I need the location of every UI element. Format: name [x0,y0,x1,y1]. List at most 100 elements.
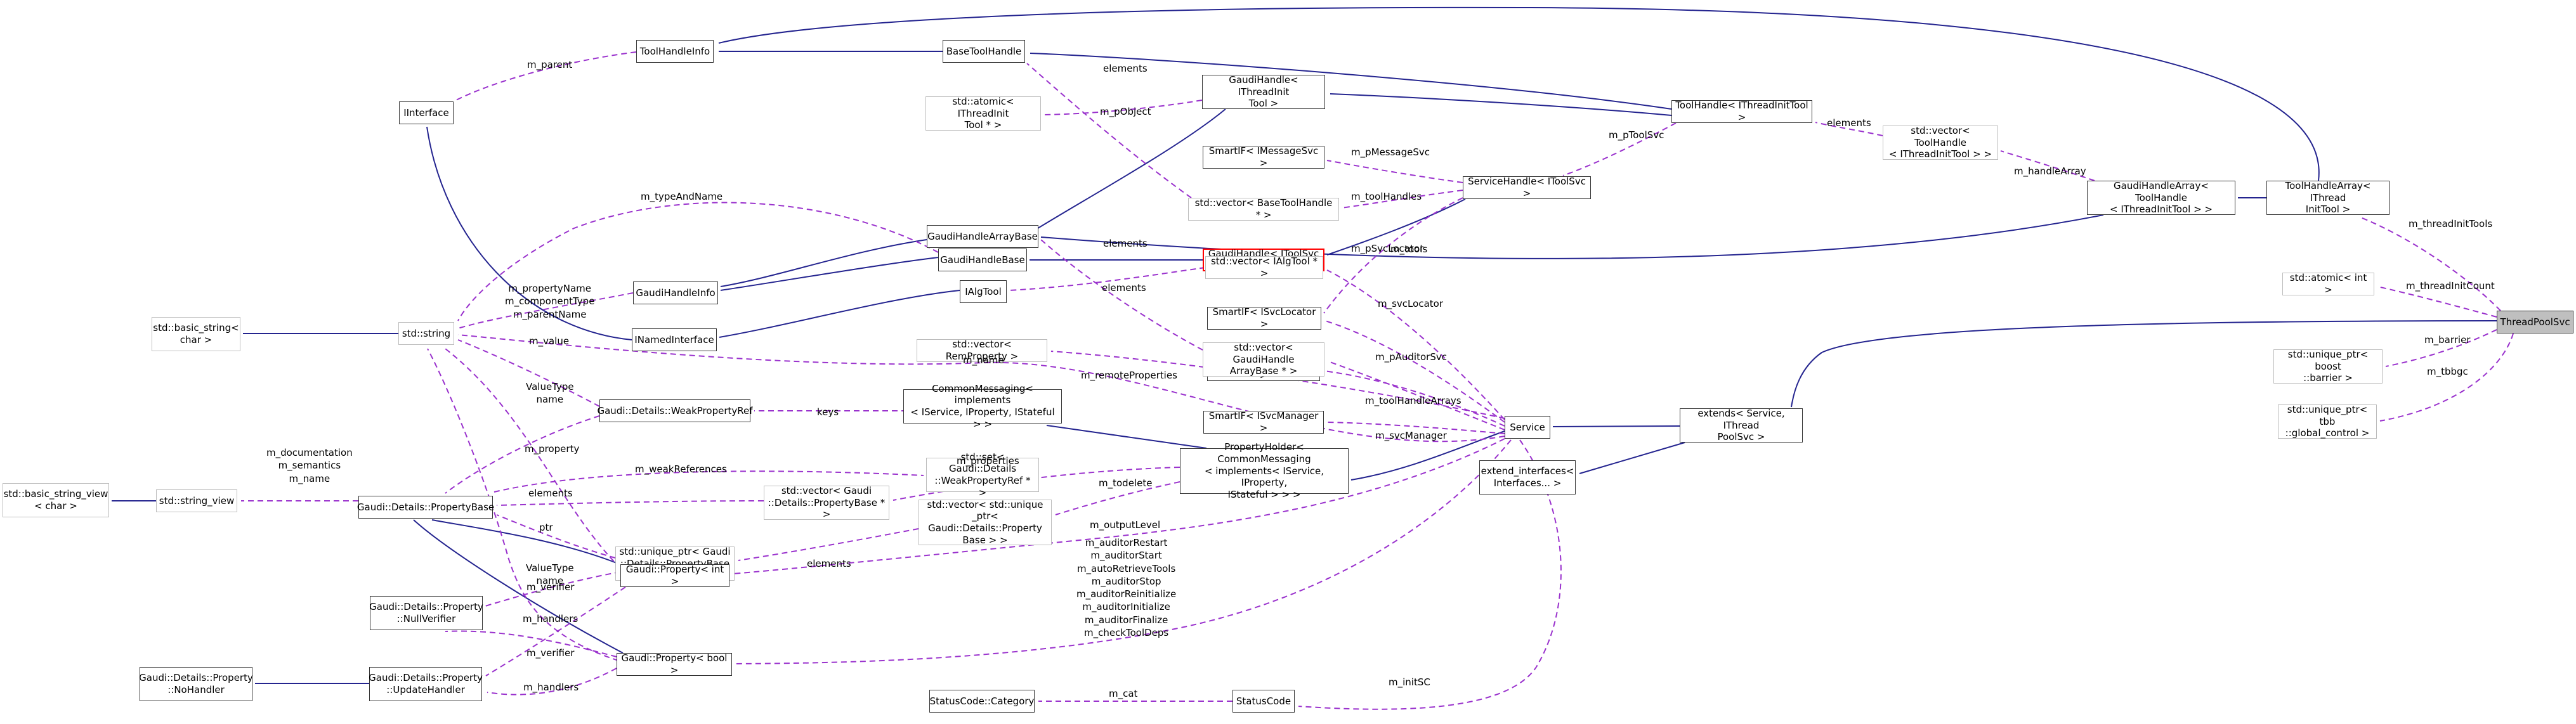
usage-edge-m-weakreferences [494,470,924,493]
inheritance-edge-property-int-to-propertybase [431,519,624,566]
class-node-statuscode[interactable]: StatusCode [1232,690,1295,713]
inheritance-edge-gaudihandlearray-to-gaudihandlearraybase [1040,214,2104,259]
class-node-gaudi-property-int[interactable]: Gaudi::Property< int > [620,564,729,587]
class-node-std-atomic-int[interactable]: std::atomic< int > [2282,272,2374,295]
class-node-std-vector-remproperty[interactable]: std::vector< RemProperty > [917,339,1047,362]
class-node-tool-handle-info[interactable]: ToolHandleInfo [636,40,714,63]
usage-edge-m-verifier-bool [445,630,617,657]
class-node-std-atomic-ithreadinittool[interactable]: std::atomic< IThreadInit Tool * > [925,96,1041,131]
inheritance-edge-threadpoolsvc-to-extends [1791,320,2497,408]
class-node-std-vector-propertybase[interactable]: std::vector< Gaudi ::Details::PropertyBa… [764,485,889,520]
inheritance-edge-toolhandle-to-gaudihandle [1330,93,1672,116]
inheritance-edge-ialgtool-to-inamedinterface [719,290,960,338]
usage-edge-m-threadinitcount [2377,286,2497,318]
usage-edge-m-auditors [735,439,1512,664]
class-node-smartif-isvclocator[interactable]: SmartIF< ISvcLocator > [1207,306,1321,330]
class-node-gaudihandleinfo[interactable]: GaudiHandleInfo [633,281,718,304]
class-node-service[interactable]: Service [1505,416,1550,439]
class-node-std-basic-string-char[interactable]: std::basic_string< char > [152,317,240,351]
class-node-gaudihandlearraybase[interactable]: GaudiHandleArrayBase [927,225,1038,248]
usage-edge-elements-propertybase [496,500,764,506]
usage-edge-elements-basetoolhandle [1026,63,1192,198]
usage-edge-m-ptoolsvc [1562,122,1677,176]
class-node-std-set-weakpropertyref[interactable]: std::set< Gaudi::Details ::WeakPropertyR… [926,451,1039,498]
usage-edge-ptr [496,514,616,559]
class-node-propertybase[interactable]: Gaudi::Details::PropertyBase [357,496,494,519]
usage-edge-m-verifier-int [485,571,621,607]
usage-edge-m-typeandname [457,202,939,321]
usage-edge-m-handlearray [2000,150,2095,181]
usage-edge-m-pmessagesvc [1326,160,1463,183]
class-node-std-basic-string-view-char[interactable]: std::basic_string_view < char > [3,483,109,517]
usage-edge-m-value [457,339,600,407]
inheritance-edge-servicehandle-to-gaudihandle-itoolsvc [1326,198,1466,255]
class-node-extend-interfaces[interactable]: extend_interfaces< Interfaces... > [1479,460,1576,495]
usage-edge-m-handlers-bool [487,668,617,695]
class-node-smartif-isvcmanager[interactable]: SmartIF< ISvcManager > [1203,410,1324,434]
class-node-std-unique-ptr-tbb-global-control[interactable]: std::unique_ptr< tbb ::global_control > [2278,404,2377,439]
usage-edge-elements-unique-ptr [738,528,919,561]
class-node-iinterface[interactable]: IInterface [399,101,454,124]
usage-edge-m-parent [455,51,637,101]
usage-edge-m-psvclocator [1323,197,1463,314]
usage-edge-valuetype-name-int [445,348,621,569]
class-node-smartif-imessagesvc[interactable]: SmartIF< IMessageSvc > [1203,145,1324,169]
usage-edge-m-name-service [457,334,1505,443]
class-node-nohandler[interactable]: Gaudi::Details::Property ::NoHandler [139,667,253,701]
usage-edge-m-property [445,415,600,494]
usage-edge-m-outputlevel [733,438,1505,574]
class-node-std-vector-ialgtool[interactable]: std::vector< IAlgTool * > [1205,255,1323,279]
class-node-std-string[interactable]: std::string [398,322,454,345]
class-node-updatehandler[interactable]: Gaudi::Details::Property ::UpdateHandler [369,667,483,701]
class-node-gaudi-property-bool[interactable]: Gaudi::Property< bool > [617,652,732,676]
class-node-commonmessaging[interactable]: CommonMessaging< implements < IService, … [903,383,1062,430]
usage-edge-elements-gaudihandlearraybase [1040,239,1203,351]
inheritance-edge-gaudihandlearraybase-to-gaudihandleinfo [720,239,927,287]
class-node-std-string-view[interactable]: std::string_view [156,489,237,512]
usage-edge-m-toolhandlearrays [1328,361,1505,430]
class-node-gaudihandlebase[interactable]: GaudiHandleBase [938,249,1027,271]
inheritance-edge-property-bool-to-propertybase [413,519,624,654]
inheritance-edge-extends-to-service [1552,425,1680,427]
class-node-base-tool-handle[interactable]: BaseToolHandle [943,40,1025,63]
class-node-std-unique-ptr-boost-barrier[interactable]: std::unique_ptr< boost ::barrier > [2273,349,2383,384]
usage-edge-m-tools [1326,269,1505,420]
class-node-statuscode-category[interactable]: StatusCode::Category [929,690,1035,713]
class-node-gaudihandlearray-toolhandle[interactable]: GaudiHandleArray< ToolHandle < IThreadIn… [2087,180,2235,215]
edge-group [112,6,2514,710]
class-node-weakpropertyref[interactable]: Gaudi::Details::WeakPropertyRef [597,399,753,422]
usage-edge-m-barrier [2385,329,2497,367]
class-node-std-vector-gaudihandlearraybase[interactable]: std::vector< GaudiHandle ArrayBase * > [1203,342,1324,377]
class-node-toolhandle-ithreadinittool[interactable]: ToolHandle< IThreadInitTool > [1671,100,1812,123]
usage-edge-m-propertyname [457,292,634,329]
usage-edge-m-handlers-int [485,586,626,676]
usage-edge-m-toolhandles [1341,190,1463,209]
usage-edge-m-svclocator [1324,320,1505,423]
usage-edge-elements-toolhandle [1815,122,1883,136]
usage-edge-elements-ialgtool [1009,267,1206,291]
inheritance-edge-toolhandlearray-to-toolhandleinfo [718,6,2320,181]
class-node-extends-service-ithreadpoolsvc[interactable]: extends< Service, IThread PoolSvc > [1680,408,1803,443]
usage-edge-m-pobject [1043,100,1203,115]
class-node-nullverifier[interactable]: Gaudi::Details::Property ::NullVerifier [369,596,483,630]
inheritance-edge-service-to-propertyholder [1350,430,1505,481]
class-node-inamedinterface[interactable]: INamedInterface [632,328,717,351]
class-node-threadpoolsvc[interactable]: ThreadPoolSvc [2497,311,2573,333]
class-node-std-vector-unique-ptr-propertybase[interactable]: std::vector< std::unique _ptr< Gaudi::De… [919,499,1052,546]
inheritance-edge-toolhandle-to-basetoolhandle [1030,53,1672,110]
usage-edge-m-todelete [1055,481,1180,515]
inheritance-edge-propertyholder-to-commonmessaging [1046,425,1207,449]
class-node-servicehandle-itoolsvc[interactable]: ServiceHandle< IToolSvc > [1463,176,1591,199]
inheritance-edge-inamedinterface-to-iinterface [426,126,632,340]
usage-edge-m-threadinittools [2358,216,2501,311]
class-node-toolhandlearray-ithreadinittool[interactable]: ToolHandleArray< IThread InitTool > [2266,180,2390,215]
class-node-std-vector-basetoolhandle[interactable]: std::vector< BaseToolHandle * > [1188,197,1339,221]
class-node-gaudihandle-ithreadinittool[interactable]: GaudiHandle< IThreadInit Tool > [1202,74,1325,109]
class-node-std-vector-toolhandle[interactable]: std::vector< ToolHandle < IThreadInitToo… [1883,125,1998,160]
usage-edge-m-initsc [1298,439,1562,710]
class-node-propertyholder[interactable]: PropertyHolder< CommonMessaging < implem… [1180,441,1349,500]
usage-edge-m-tbbgc [2379,333,2514,422]
class-node-ialgtool[interactable]: IAlgTool [960,280,1007,303]
